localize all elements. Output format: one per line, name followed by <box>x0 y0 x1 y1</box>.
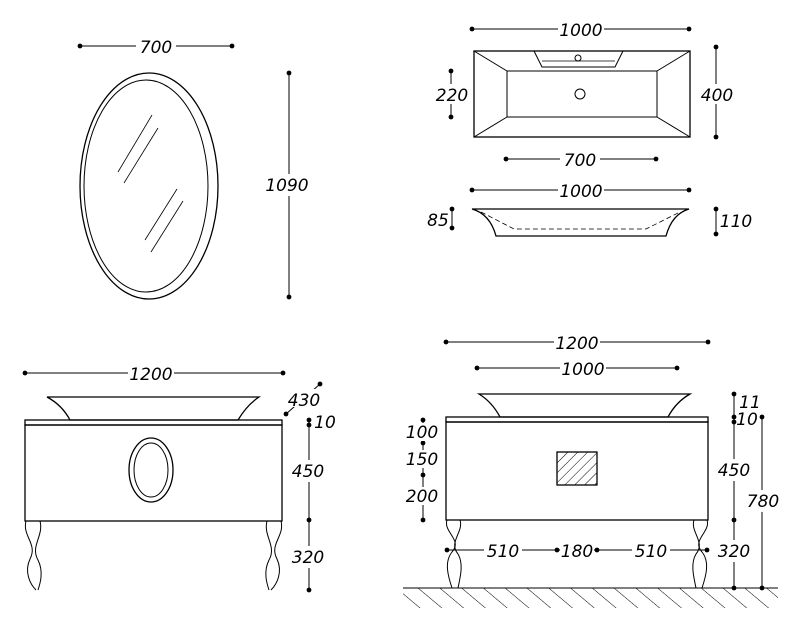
side-view: 1200 1000 100 150 200 510 180 510 <box>403 332 785 608</box>
side-inset-right-label: 510 <box>635 542 667 562</box>
front-cabinet-height-label: 450 <box>292 462 324 482</box>
front-leg-height-label: 320 <box>292 548 324 568</box>
side-basin-width-label: 1000 <box>561 360 604 380</box>
front-top-thickness-label: 10 <box>314 413 336 433</box>
side-basin-rim-label: 11 <box>739 393 761 413</box>
basin-side-view: 1000 85 110 <box>427 180 752 237</box>
side-overall-width-label: 1200 <box>555 334 598 354</box>
basin-side-left-height-label: 85 <box>427 211 449 231</box>
side-panel-middle-label: 150 <box>406 450 438 470</box>
side-panel-top-label: 100 <box>406 423 438 443</box>
basin-side-width-label: 1000 <box>559 182 602 202</box>
front-basin-depth-label: 430 <box>288 391 320 411</box>
side-panel-bottom-label: 200 <box>406 487 438 507</box>
basin-outer-depth-label: 400 <box>701 86 733 106</box>
side-leg-height-label: 320 <box>718 542 750 562</box>
basin-top-width-label: 1000 <box>559 21 602 41</box>
side-inset-center-label: 180 <box>561 542 593 562</box>
side-top-thickness-label: 10 <box>736 410 758 430</box>
side-cabinet-height-label: 450 <box>718 461 750 481</box>
basin-top-view: 1000 220 400 700 <box>434 19 736 171</box>
basin-inner-depth-label: 220 <box>436 86 468 106</box>
side-inset-left-label: 510 <box>487 542 519 562</box>
mirror-height-label: 1090 <box>265 176 308 196</box>
mirror-view: 700 1090 <box>77 36 310 300</box>
basin-side-right-height-label: 110 <box>720 212 752 232</box>
front-width-label: 1200 <box>129 365 172 385</box>
side-total-height-label: 780 <box>747 492 779 512</box>
mirror-width-label: 700 <box>140 38 172 58</box>
front-view: 1200 430 10 450 320 <box>22 363 336 593</box>
basin-inner-width-label: 700 <box>564 151 596 171</box>
